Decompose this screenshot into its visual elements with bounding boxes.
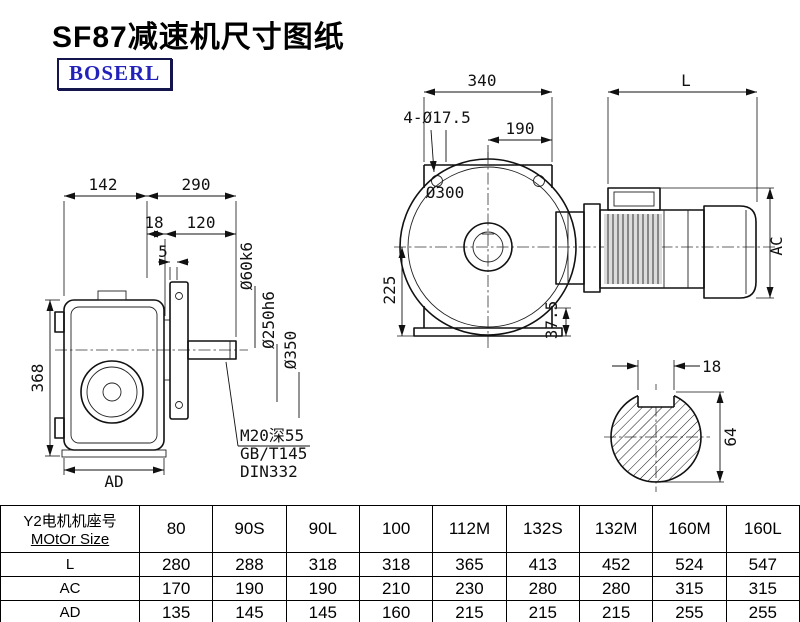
cell: 145 xyxy=(285,600,360,622)
cell: 280 xyxy=(578,576,654,601)
col-header: 112M xyxy=(432,505,507,553)
dim-18: 18 xyxy=(144,213,163,232)
cell: 230 xyxy=(432,576,507,601)
cell: 215 xyxy=(432,600,507,622)
dim-340: 340 xyxy=(468,71,497,90)
col-header: 132S xyxy=(505,505,580,553)
cell: 190 xyxy=(212,576,287,601)
cell: 524 xyxy=(652,552,727,577)
shaft-section-view: 18 64 xyxy=(604,357,740,492)
cell: 255 xyxy=(652,600,727,622)
note-gb-standard: GB/T145 xyxy=(240,444,307,463)
col-header: 132M xyxy=(578,505,654,553)
note-din-standard: DIN332 xyxy=(240,462,298,481)
col-header: 160M xyxy=(652,505,727,553)
cell: 318 xyxy=(285,552,360,577)
front-view: 340 L 4-Ø17.5 190 Ø300 225 37.5 xyxy=(380,71,775,348)
cell: 135 xyxy=(138,600,214,622)
side-view: 142 290 18 120 5 368 AD xyxy=(28,175,310,491)
note-tapped-hole: M20深55 xyxy=(240,426,304,445)
dim-pilot-diameter: Ø300 xyxy=(426,183,465,202)
page-title: SF87减速机尺寸图纸 xyxy=(52,21,345,54)
row-label: AC xyxy=(0,576,140,601)
dim-290: 290 xyxy=(182,175,211,194)
cell: 160 xyxy=(358,600,434,622)
dim-shaft-diameter: Ø60k6 xyxy=(237,242,256,290)
technical-drawing: 142 290 18 120 5 368 AD xyxy=(28,71,786,492)
dim-spigot-diameter: Ø250h6 xyxy=(259,291,278,349)
dim-l: L xyxy=(681,71,691,90)
cell: 413 xyxy=(505,552,580,577)
dim-37-5: 37.5 xyxy=(542,301,561,340)
motor-view: AC xyxy=(555,187,786,299)
row-label: AD xyxy=(0,600,140,622)
cell: 145 xyxy=(212,600,287,622)
cell: 190 xyxy=(285,576,360,601)
cell: 210 xyxy=(358,576,434,601)
cell: 315 xyxy=(652,576,727,601)
dim-120: 120 xyxy=(187,213,216,232)
cell: 315 xyxy=(725,576,800,601)
table-row-ad: AD 135 145 145 160 215 215 215 255 255 xyxy=(0,600,800,622)
col-header: 90S xyxy=(212,505,287,553)
dim-corner-holes: 4-Ø17.5 xyxy=(403,108,470,127)
col-header: 90L xyxy=(285,505,360,553)
dim-142: 142 xyxy=(89,175,118,194)
cell: 318 xyxy=(358,552,434,577)
table-row-l: L 280 288 318 318 365 413 452 524 547 xyxy=(0,552,800,577)
col-header: 160L xyxy=(725,505,800,553)
row-label: L xyxy=(0,552,140,577)
header-motor-size-en: MOtOr Size xyxy=(30,531,110,548)
cell: 215 xyxy=(505,600,580,622)
cell: 288 xyxy=(212,552,287,577)
dim-64: 64 xyxy=(721,427,740,446)
cell: 365 xyxy=(432,552,507,577)
motor-dimension-table: Y2电机机座号 MOtOr Size 80 90S 90L 100 112M 1… xyxy=(0,505,800,622)
cell: 547 xyxy=(725,552,800,577)
dim-368: 368 xyxy=(28,364,47,393)
cell: 255 xyxy=(725,600,800,622)
dim-ac: AC xyxy=(767,236,786,255)
header-motor-size-cn: Y2电机机座号 xyxy=(23,513,117,530)
dim-keyway-18: 18 xyxy=(702,357,721,376)
cell: 280 xyxy=(505,576,580,601)
dim-flange-diameter: Ø350 xyxy=(281,331,300,370)
table-row-ac: AC 170 190 190 210 230 280 280 315 315 xyxy=(0,576,800,601)
dim-5: 5 xyxy=(158,242,168,261)
col-header: 80 xyxy=(138,505,214,553)
table-header-row: Y2电机机座号 MOtOr Size 80 90S 90L 100 112M 1… xyxy=(0,505,800,553)
dim-ad: AD xyxy=(104,472,123,491)
brand-logo: BOSERL xyxy=(57,58,173,90)
cell: 215 xyxy=(578,600,654,622)
header-motor-size: Y2电机机座号 MOtOr Size xyxy=(0,505,140,553)
cell: 280 xyxy=(138,552,214,577)
col-header: 100 xyxy=(358,505,434,553)
dim-190: 190 xyxy=(506,119,535,138)
cell: 452 xyxy=(578,552,654,577)
cell: 170 xyxy=(138,576,214,601)
dim-225: 225 xyxy=(380,276,399,305)
